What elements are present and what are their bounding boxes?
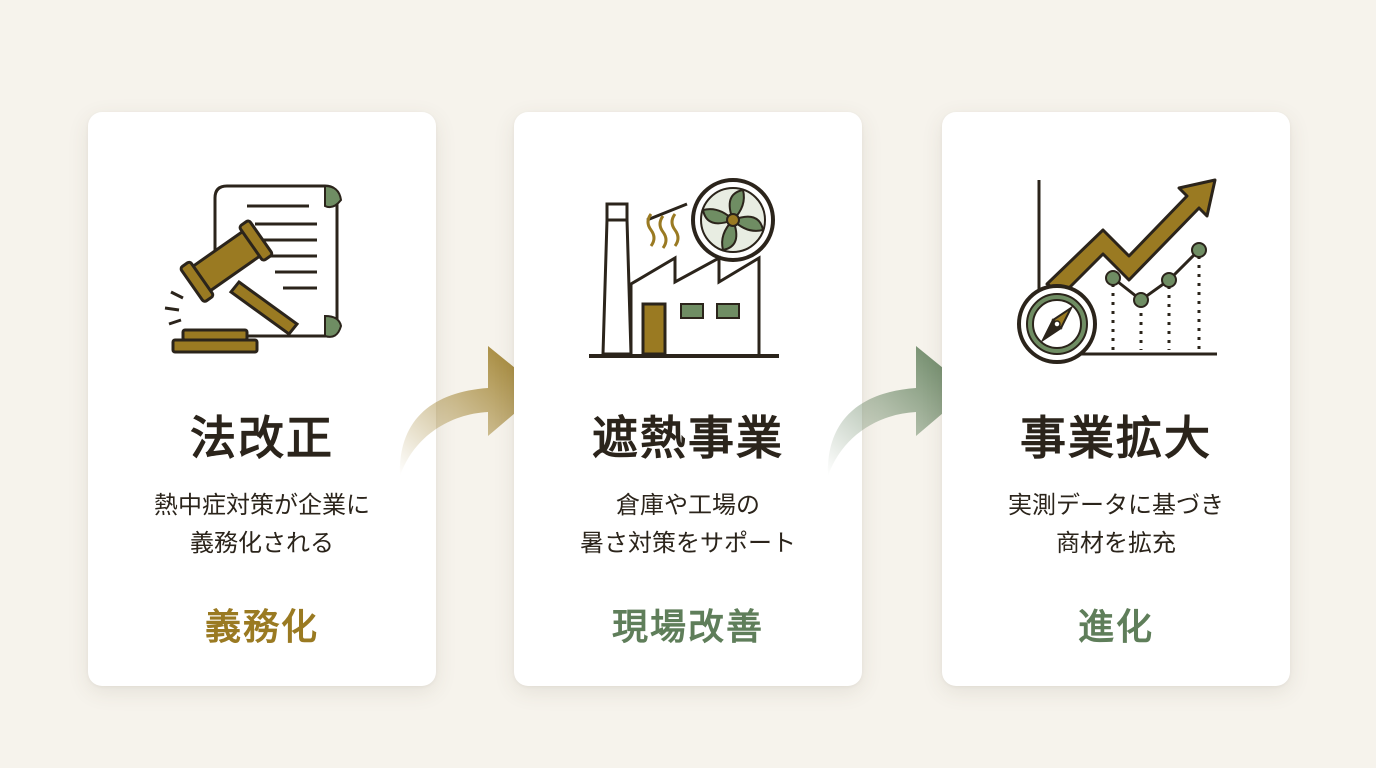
card-description-line: 熱中症対策が企業に bbox=[154, 491, 370, 519]
card-description-line: 義務化される bbox=[190, 529, 334, 557]
curved-arrow-icon bbox=[399, 346, 542, 476]
step-card-heat-shield: 遮熱事業 倉庫や工場の 暑さ対策をサポート 現場改善 bbox=[514, 112, 862, 686]
card-title: 遮熱事業 bbox=[592, 411, 784, 465]
gavel-scroll-icon bbox=[88, 174, 436, 374]
card-tag: 現場改善 bbox=[611, 607, 764, 648]
curved-arrow-icon bbox=[827, 346, 970, 476]
card-description-line: 倉庫や工場の bbox=[616, 491, 760, 519]
card-description-line: 実測データに基づき bbox=[1008, 491, 1224, 519]
card-tag: 義務化 bbox=[204, 607, 319, 648]
card-description: 倉庫や工場の 暑さ対策をサポート bbox=[514, 486, 862, 562]
card-title: 事業拡大 bbox=[1020, 411, 1212, 465]
card-tag: 進化 bbox=[1077, 607, 1154, 648]
card-description-line: 商材を拡充 bbox=[1056, 529, 1176, 557]
card-description: 熱中症対策が企業に 義務化される bbox=[88, 486, 436, 562]
card-description-line: 暑さ対策をサポート bbox=[580, 529, 796, 557]
card-description: 実測データに基づき 商材を拡充 bbox=[942, 486, 1290, 562]
card-title: 法改正 bbox=[190, 411, 334, 465]
factory-fan-icon bbox=[514, 174, 862, 374]
step-card-law-revision: 法改正 熱中症対策が企業に 義務化される 義務化 bbox=[88, 112, 436, 686]
growth-chart-compass-icon bbox=[942, 174, 1290, 374]
step-card-business-expansion: 事業拡大 実測データに基づき 商材を拡充 進化 bbox=[942, 112, 1290, 686]
